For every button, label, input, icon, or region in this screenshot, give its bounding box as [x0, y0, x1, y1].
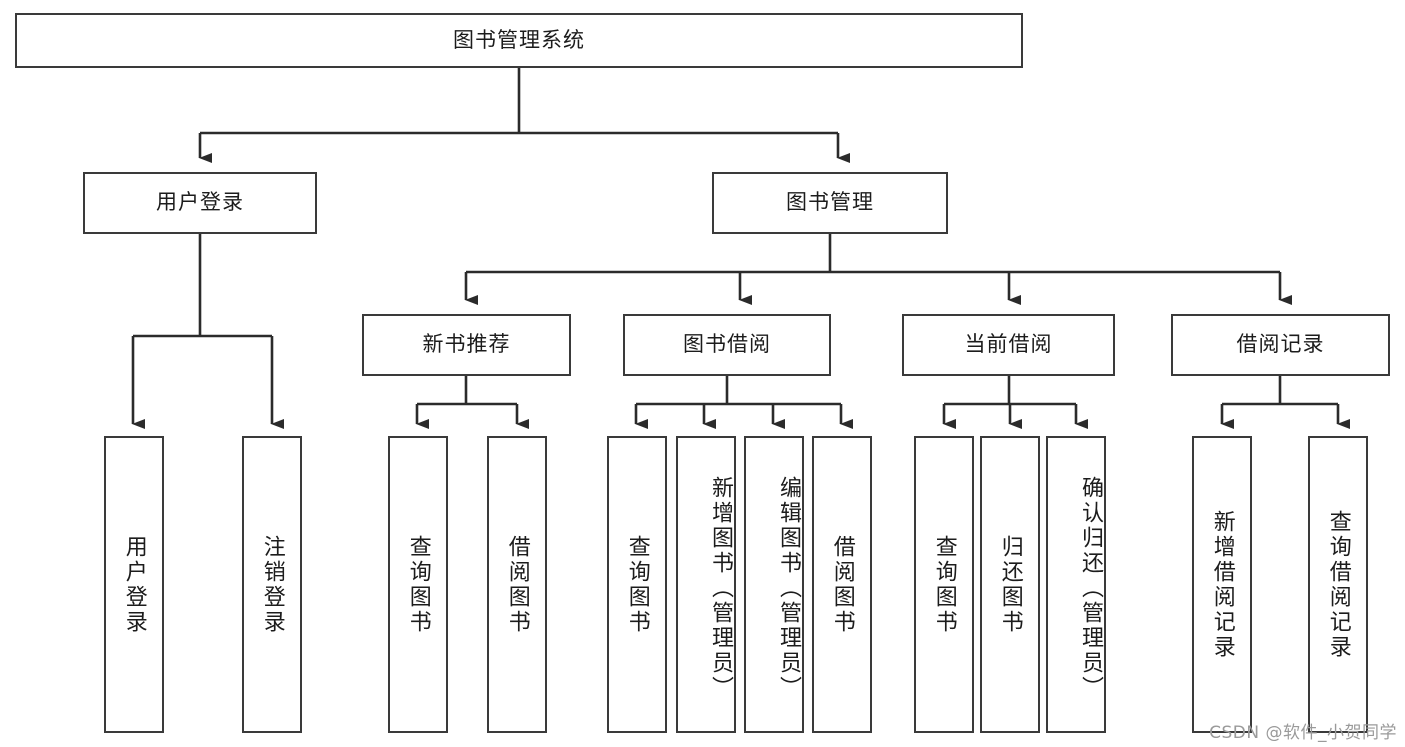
- leaf-confirm-return-admin-label: 确认归还（管理员）: [1078, 476, 1103, 701]
- watermark: CSDN @软件_小贺同学: [1209, 723, 1397, 743]
- leaf-query-book-borrow[interactable]: 查询图书: [607, 436, 667, 733]
- leaf-user-login[interactable]: 用户登录: [104, 436, 164, 733]
- node-current-borrow[interactable]: 当前借阅: [902, 314, 1115, 376]
- leaf-add-borrow-record-label: 新增借阅记录: [1209, 509, 1235, 660]
- node-book-management[interactable]: 图书管理: [712, 172, 948, 234]
- leaf-borrow-book-label: 借阅图书: [829, 534, 855, 635]
- leaf-borrow-book[interactable]: 借阅图书: [812, 436, 872, 733]
- leaf-user-login-label: 用户登录: [121, 534, 147, 635]
- node-book-management-label: 图书管理: [786, 190, 874, 215]
- leaf-query-book-recommend-label: 查询图书: [405, 534, 431, 635]
- leaf-query-book-current-label: 查询图书: [931, 534, 957, 635]
- node-current-borrow-label: 当前借阅: [964, 332, 1053, 357]
- leaf-query-book-borrow-label: 查询图书: [624, 534, 650, 635]
- leaf-add-book-admin-label: 新增图书（管理员）: [708, 476, 733, 701]
- node-book-borrow-label: 图书借阅: [683, 332, 771, 357]
- leaf-return-book[interactable]: 归还图书: [980, 436, 1040, 733]
- leaf-confirm-return-admin[interactable]: 确认归还（管理员）: [1046, 436, 1106, 733]
- leaf-user-logout-label: 注销登录: [259, 534, 285, 635]
- leaf-edit-book-admin[interactable]: 编辑图书（管理员）: [744, 436, 804, 733]
- node-book-borrow[interactable]: 图书借阅: [623, 314, 831, 376]
- leaf-query-borrow-record-label: 查询借阅记录: [1325, 509, 1351, 660]
- leaf-borrow-book-recommend-label: 借阅图书: [504, 534, 530, 635]
- node-new-book-recommend-label: 新书推荐: [422, 332, 511, 357]
- leaf-add-book-admin[interactable]: 新增图书（管理员）: [676, 436, 736, 733]
- leaf-edit-book-admin-label: 编辑图书（管理员）: [776, 476, 801, 701]
- leaf-query-book-recommend[interactable]: 查询图书: [388, 436, 448, 733]
- leaf-user-logout[interactable]: 注销登录: [242, 436, 302, 733]
- node-root[interactable]: 图书管理系统: [15, 13, 1023, 68]
- leaf-borrow-book-recommend[interactable]: 借阅图书: [487, 436, 547, 733]
- node-new-book-recommend[interactable]: 新书推荐: [362, 314, 571, 376]
- node-user-login[interactable]: 用户登录: [83, 172, 317, 234]
- leaf-query-book-current[interactable]: 查询图书: [914, 436, 974, 733]
- leaf-return-book-label: 归还图书: [997, 534, 1023, 635]
- node-root-label: 图书管理系统: [453, 27, 585, 52]
- node-borrow-records[interactable]: 借阅记录: [1171, 314, 1390, 376]
- node-borrow-records-label: 借阅记录: [1236, 332, 1325, 357]
- leaf-add-borrow-record[interactable]: 新增借阅记录: [1192, 436, 1252, 733]
- leaf-query-borrow-record[interactable]: 查询借阅记录: [1308, 436, 1368, 733]
- node-user-login-label: 用户登录: [156, 190, 244, 215]
